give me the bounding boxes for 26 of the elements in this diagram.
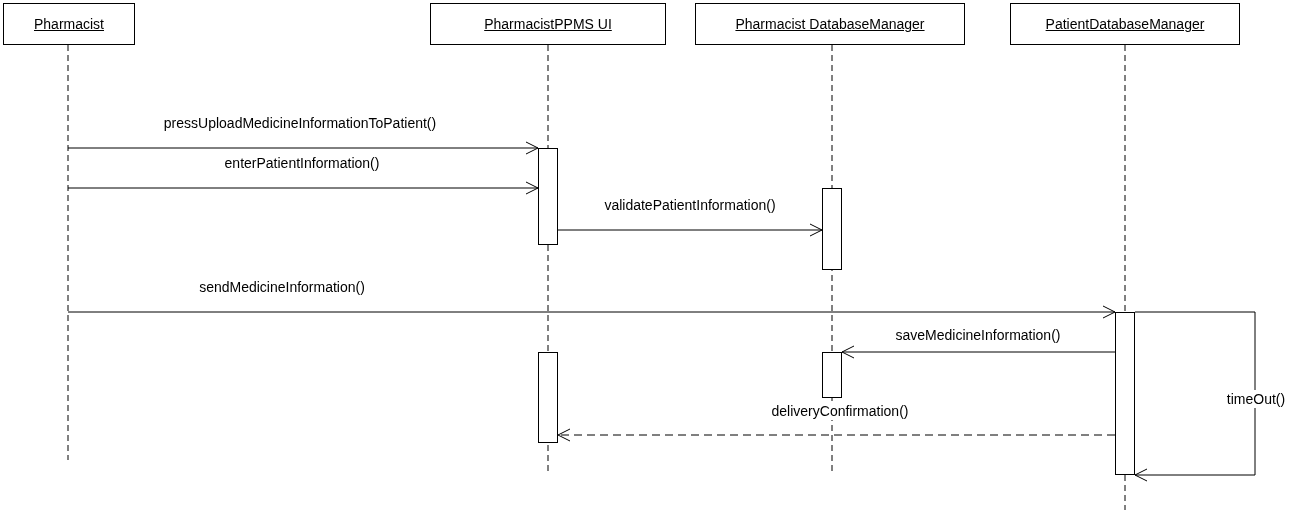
message-arrow bbox=[1134, 311, 1256, 482]
participant-box bbox=[695, 3, 965, 45]
message-label: timeOut() bbox=[1224, 390, 1288, 408]
message-label: sendMedicineInformation() bbox=[197, 278, 367, 296]
message-arrow bbox=[67, 305, 1116, 319]
activation-bar bbox=[538, 352, 558, 443]
activation-bar bbox=[538, 148, 558, 245]
message-arrow bbox=[67, 141, 539, 155]
message-label: saveMedicineInformation() bbox=[893, 326, 1063, 344]
activation-bar bbox=[1115, 312, 1135, 475]
message-label: enterPatientInformation() bbox=[222, 154, 382, 172]
participant-box bbox=[430, 3, 666, 45]
participant-name: Pharmacist bbox=[34, 14, 104, 34]
participant-name: PatientDatabaseManager bbox=[1045, 14, 1205, 34]
message-label: deliveryConfirmation() bbox=[769, 402, 911, 420]
message-arrow bbox=[557, 428, 1116, 442]
message-arrow bbox=[67, 181, 539, 195]
participant-name: Pharmacist DatabaseManager bbox=[735, 14, 925, 34]
message-arrow bbox=[557, 223, 823, 237]
message-label: pressUploadMedicineInformationToPatient() bbox=[161, 114, 439, 132]
activation-bar bbox=[822, 188, 842, 270]
message-label: validatePatientInformation() bbox=[602, 196, 778, 214]
message-arrow bbox=[841, 345, 1116, 359]
participant-box bbox=[1010, 3, 1240, 45]
participant-name: PharmacistPPMS UI bbox=[484, 14, 612, 34]
activation-bar bbox=[822, 352, 842, 398]
